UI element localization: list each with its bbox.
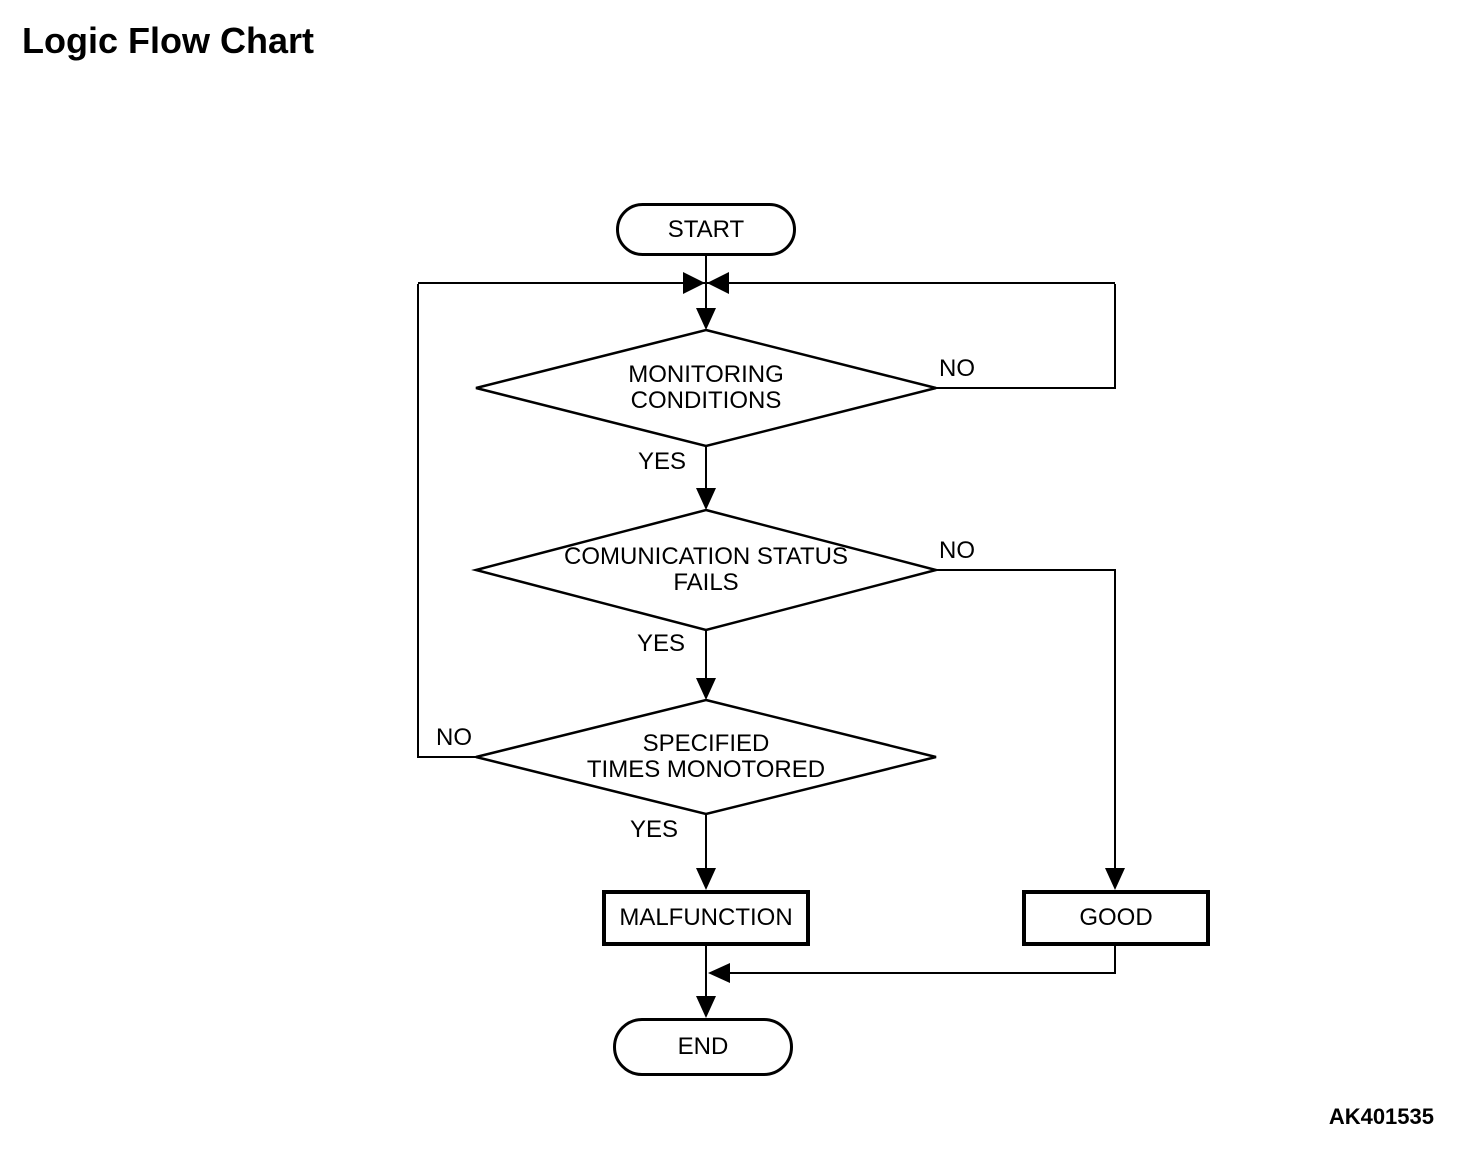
arrowhead-into-end-icon bbox=[696, 996, 716, 1018]
decision-communication-shape bbox=[471, 508, 941, 632]
end-label: END bbox=[677, 1033, 729, 1060]
decision-communication-label: COMUNICATION STATUS FAILS bbox=[564, 543, 848, 596]
edge-label-communication-no: NO bbox=[939, 537, 975, 564]
arrowhead-into-monitoring-icon bbox=[696, 308, 716, 330]
end-node: END bbox=[613, 1018, 793, 1076]
edge-label-communication-yes: YES bbox=[637, 630, 686, 657]
page-title: Logic Flow Chart bbox=[22, 20, 314, 61]
edge-label-monitoring-yes: YES bbox=[638, 448, 687, 475]
edge-label-specified-yes: YES bbox=[630, 816, 679, 843]
edge-good-to-end bbox=[728, 945, 1116, 974]
edge-specified-no bbox=[417, 284, 476, 758]
decision-monitoring-label: MONITORING CONDITIONS bbox=[628, 361, 784, 414]
edge-label-monitoring-no: NO bbox=[939, 355, 975, 382]
edge-monitoring-no bbox=[936, 284, 1116, 389]
edge-label-specified-no: NO bbox=[436, 724, 472, 751]
arrowhead-into-good-icon bbox=[1105, 868, 1125, 890]
arrowhead-good-join-icon bbox=[708, 963, 730, 983]
start-label: START bbox=[667, 215, 745, 243]
malfunction-node: MALFUNCTION bbox=[602, 890, 810, 946]
edge-communication-no bbox=[936, 569, 1116, 876]
arrowhead-into-specified-icon bbox=[696, 678, 716, 700]
good-label: GOOD bbox=[1079, 904, 1153, 931]
arrowhead-junction-right-icon bbox=[707, 272, 729, 294]
malfunction-label: MALFUNCTION bbox=[619, 904, 793, 931]
figure-id: AK401535 bbox=[1328, 1104, 1434, 1129]
decision-specified-label: SPECIFIED TIMES MONOTORED bbox=[586, 730, 826, 783]
decision-monitoring-shape bbox=[475, 328, 937, 448]
arrowhead-into-communication-icon bbox=[696, 488, 716, 510]
decision-specified-shape bbox=[475, 698, 937, 816]
start-node: START bbox=[616, 203, 796, 256]
good-node: GOOD bbox=[1022, 890, 1210, 946]
arrowhead-into-malfunction-icon bbox=[696, 868, 716, 890]
arrowhead-junction-left-icon bbox=[683, 272, 705, 294]
